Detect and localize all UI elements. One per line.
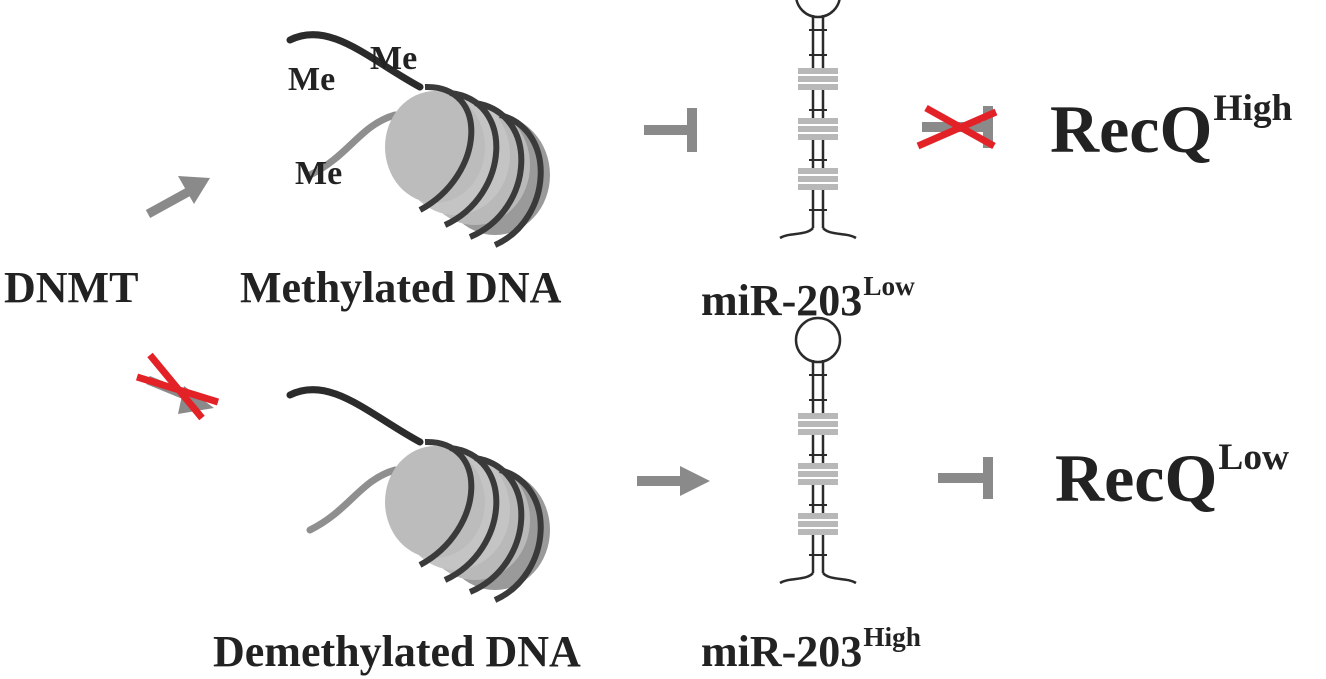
recq-name-text: RecQ [1050,91,1213,167]
mir-name-text: miR-203 [701,276,863,325]
recq-level-low-text: Low [1218,437,1290,479]
mir-name-text: miR-203 [701,627,863,676]
mirna-hairpin-bottom-icon [778,316,858,585]
recq-name-text: RecQ [1055,440,1218,516]
mir-level-low-text: Low [863,271,915,302]
methyl-mark-label: Me [288,61,336,98]
demethylated-dna-label: Demethylated DNA [213,627,581,676]
mir-level-high-text: High [863,622,921,653]
mir-203-top-label: miR-203Low [701,273,915,325]
recq-level-high-text: High [1213,88,1293,130]
red-cross-left-icon [135,352,220,421]
dnmt-label: DNMT [4,263,139,312]
methylated-dna-label: Methylated DNA [240,263,562,312]
inhibition-arrow-bottom-icon [938,457,993,499]
inhibition-arrow-top-icon [644,108,697,152]
recq-high-label: RecQHigh [1050,90,1292,163]
demethylated-nucleosome-icon [290,390,550,600]
recq-low-label: RecQLow [1055,439,1289,512]
dnmt-activation-arrow-icon [145,176,210,218]
methyl-mark-label: Me [295,155,343,192]
mir-203-bottom-label: miR-203High [701,624,921,676]
red-cross-right-icon [916,104,998,150]
activation-arrow-bottom-icon [637,466,710,496]
mirna-hairpin-top-icon [778,0,858,240]
methyl-mark-label: Me [370,40,418,77]
